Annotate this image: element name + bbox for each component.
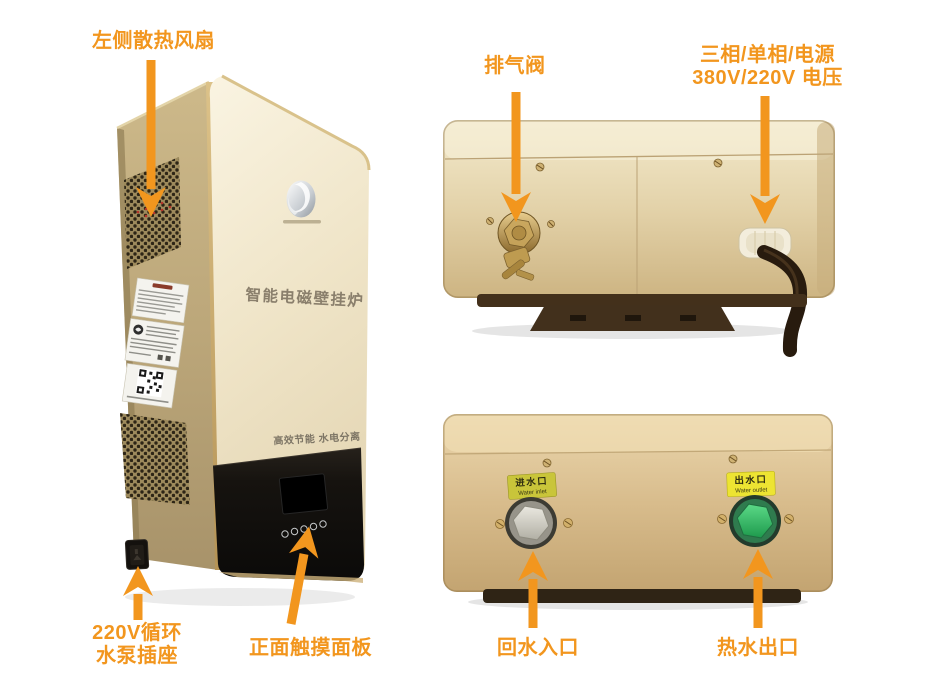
callout-return-inlet-text: 回水入口 xyxy=(497,637,579,659)
boiler-bottom-view: 进水口 Water inlet 出水口 Water outlet xyxy=(442,413,833,610)
callout-hot-outlet-text: 热水出口 xyxy=(717,637,799,659)
top-view-base-strip xyxy=(477,294,807,307)
water-outlet-cap xyxy=(729,495,781,547)
front-top-trim xyxy=(221,74,371,171)
callout-pump-socket-line1: 220V循环 xyxy=(92,622,182,644)
side-top-bevel xyxy=(116,80,210,130)
callout-exhaust-valve: 排气阀 xyxy=(484,55,546,78)
top-view-upper-band xyxy=(443,120,835,160)
water-inlet-label: 进水口 Water inlet xyxy=(507,472,557,500)
panel-display xyxy=(278,473,329,515)
callout-return-inlet: 回水入口 xyxy=(497,637,579,660)
screws-bottom-view xyxy=(495,454,794,529)
brand-logo-text xyxy=(283,220,321,224)
qr-code xyxy=(135,368,165,398)
callout-arrows xyxy=(123,60,780,628)
callout-fan: 左侧散热风扇 xyxy=(92,30,215,53)
callout-pump-socket: 220V循环 水泵插座 xyxy=(84,622,190,668)
boiler-top-view xyxy=(442,120,835,357)
cooling-fan-vent-bottom xyxy=(120,413,190,505)
outlet-label-en: Water outlet xyxy=(735,487,768,494)
pump-power-socket xyxy=(124,539,150,570)
floor-shadow xyxy=(125,588,355,606)
bottom-seam xyxy=(444,449,832,455)
callout-pump-socket-line2: 水泵插座 xyxy=(96,645,178,667)
callout-power: 三相/单相/电源 380V/220V 电压 xyxy=(670,44,865,90)
inlet-label-en: Water inlet xyxy=(518,489,547,497)
inlet-label-cn: 进水口 xyxy=(515,475,549,489)
callout-fan-text: 左侧散热风扇 xyxy=(92,30,215,52)
callout-exhaust-valve-text: 排气阀 xyxy=(484,55,546,77)
callout-power-line1: 三相/单相/电源 xyxy=(699,44,836,66)
qr-sticker xyxy=(121,363,178,409)
side-stickers xyxy=(121,277,190,409)
callout-touch-panel-text: 正面触摸面板 xyxy=(249,637,372,659)
top-view-right-cap xyxy=(817,122,835,296)
callout-hot-outlet: 热水出口 xyxy=(717,637,799,660)
callout-power-line2: 380V/220V 电压 xyxy=(692,67,843,89)
spec-sticker xyxy=(124,318,185,368)
outlet-label-cn: 出水口 xyxy=(734,473,767,486)
exhaust-valve xyxy=(497,211,541,281)
warning-sticker xyxy=(131,277,190,324)
bracket-slots xyxy=(570,315,696,321)
bottom-view-upper-band xyxy=(443,414,833,452)
arrow-touch-panel xyxy=(286,526,319,625)
power-cable-highlight xyxy=(763,248,799,295)
callout-touch-panel: 正面触摸面板 xyxy=(249,637,372,660)
touch-panel xyxy=(212,447,365,582)
bottom-view-base-strip xyxy=(483,589,801,603)
water-outlet-label: 出水口 Water outlet xyxy=(726,470,776,498)
screws-top-view xyxy=(486,158,723,228)
front-bottom-trim xyxy=(219,572,363,583)
brand-logo xyxy=(283,180,321,224)
water-inlet-cap xyxy=(505,497,557,549)
